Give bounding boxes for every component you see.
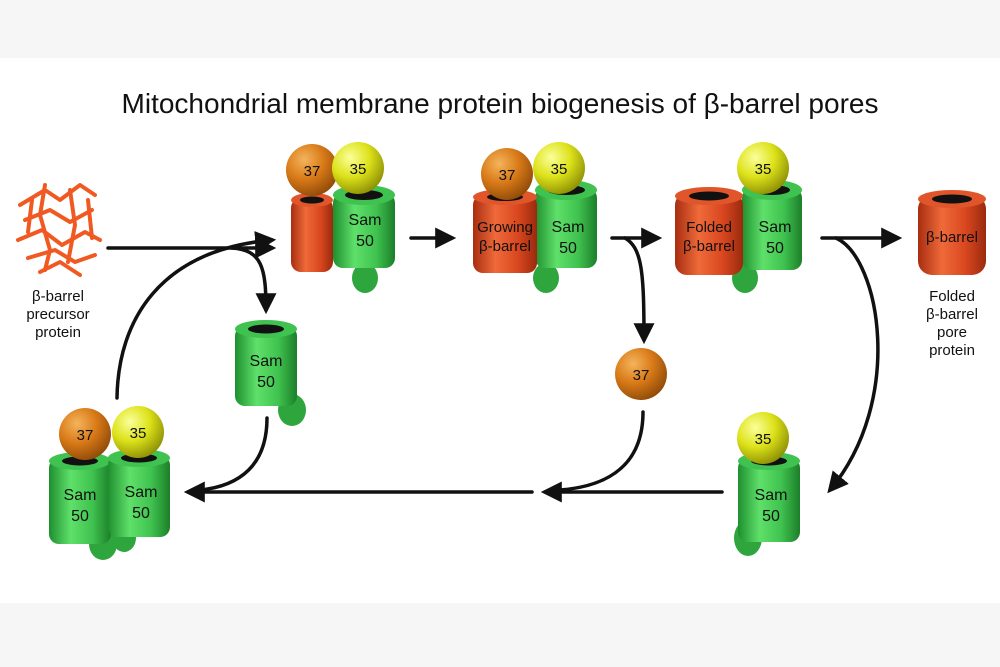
arrow-sam50-return xyxy=(198,416,269,492)
sam37-label: 37 xyxy=(304,163,321,180)
sam50-label-line1: Sam xyxy=(349,212,382,229)
sam37-label: 37 xyxy=(499,167,516,184)
arrow-sam37-return xyxy=(558,410,645,492)
sam50-label-line2: 50 xyxy=(762,508,780,525)
sam-complex-growing: 37 35 Growing β-barrel Sam 50 xyxy=(473,142,597,293)
sam50-label-line1: Sam xyxy=(64,487,97,504)
sam50-label-line2: 50 xyxy=(766,240,784,257)
sam-complex-assembled: 37 35 Sam 50 Sam 50 xyxy=(49,406,170,560)
sam35-label: 35 xyxy=(755,161,772,178)
sam35-label: 35 xyxy=(755,431,772,448)
diagram-title: Mitochondrial membrane protein biogenesi… xyxy=(122,88,879,119)
sam50-label-line2: 50 xyxy=(559,240,577,257)
folded-barrel-label-line1: Folded xyxy=(686,219,732,236)
arrow-to-sam35-sam50 xyxy=(827,236,880,494)
sam50-label-line2: 50 xyxy=(71,508,89,525)
growing-barrel-label-line1: Growing xyxy=(477,219,533,236)
precursor-label-line3: protein xyxy=(35,324,81,341)
sam50-label-line2: 50 xyxy=(132,505,150,522)
sam50-label-line1: Sam xyxy=(759,219,792,236)
precursor-label-line2: precursor xyxy=(26,306,89,323)
sam35-label: 35 xyxy=(551,161,568,178)
sam50-label-line1: Sam xyxy=(250,353,283,370)
sam50-label-line1: Sam xyxy=(755,487,788,504)
precursor-label-line1: β-barrel xyxy=(32,288,84,305)
sam37-label: 37 xyxy=(633,367,650,384)
sam-complex-folded: 35 Folded β-barrel Sam 50 xyxy=(675,142,802,293)
sam50-label-line2: 50 xyxy=(356,233,374,250)
arrow-cycle-up xyxy=(115,231,277,400)
sam50-label-line1: Sam xyxy=(552,219,585,236)
sam35-label: 35 xyxy=(130,425,147,442)
free-sam37: 37 xyxy=(615,348,667,400)
released-barrel-pore: β-barrel xyxy=(918,190,986,275)
pore-protein-label-line4: protein xyxy=(929,342,975,359)
growing-barrel-label-line2: β-barrel xyxy=(479,238,531,255)
barrel-pore-label: β-barrel xyxy=(926,229,978,246)
pore-protein-label-line1: Folded xyxy=(929,288,975,305)
precursor-protein-icon xyxy=(16,183,102,277)
sam-complex-initial: 37 35 Sam 50 xyxy=(286,142,395,293)
arrow-to-free-sam37 xyxy=(623,236,655,345)
arrow-to-free-sam50 xyxy=(230,246,277,315)
sam37-label: 37 xyxy=(77,427,94,444)
pore-protein-label-line2: β-barrel xyxy=(926,306,978,323)
sam35-sam50-complex: 35 Sam 50 xyxy=(734,412,800,556)
sam50-label-line1: Sam xyxy=(125,484,158,501)
folded-barrel-label-line2: β-barrel xyxy=(683,238,735,255)
sam35-label: 35 xyxy=(350,161,367,178)
sam50-label-line2: 50 xyxy=(257,374,275,391)
free-sam50: Sam 50 xyxy=(235,320,306,426)
pore-protein-label-line3: pore xyxy=(937,324,967,341)
